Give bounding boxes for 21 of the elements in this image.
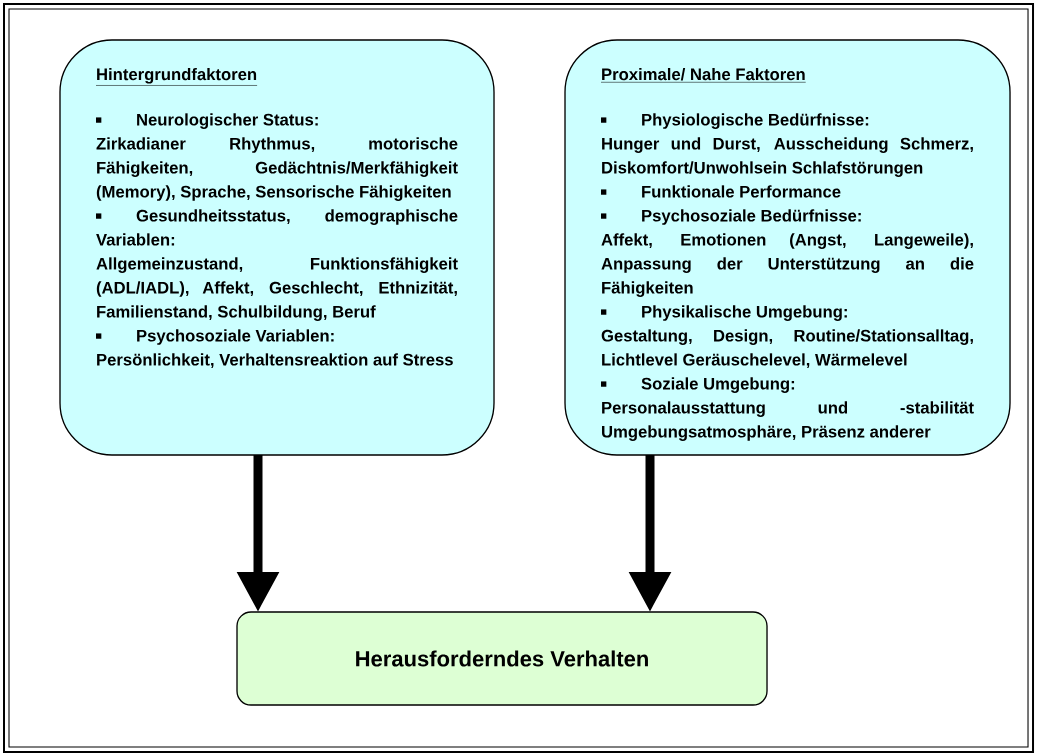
box-title: Herausforderndes Verhalten	[356, 650, 648, 667]
bullet-heading: Neurologischer Status:	[96, 113, 318, 129]
body-text: Persönlichkeit, Verhaltensreaktion auf Stress	[97, 353, 453, 368]
body-text: Hunger und Durst, Ausscheidung Schmerz, Diskomfort/Unwohlsein Schlafstörungen	[602, 137, 973, 177]
body-text: Allgemeinzustand, Funktionsfähigkeit (ADL/IADL), Affekt, Geschlecht, Ethnizität, Familienstand, Schulbildung, Beruf	[96, 257, 458, 321]
bullet-heading: Soziale Umgebung:	[601, 377, 795, 393]
body-text: Affekt, Emotionen (Angst, Langeweile), Anpassung der Unterstützung an die Fähigkeiten	[601, 233, 974, 297]
body-text: Personalausstattung und -stabilität Umgebungsatmosphäre, Präsenz anderer	[602, 401, 974, 441]
factor-box	[564, 39, 1011, 456]
bullet-heading: Physiologische Bedürfnisse:	[601, 113, 869, 129]
factor-box	[59, 39, 495, 456]
bullet-heading: Funktionale Performance	[601, 185, 841, 198]
bullet-heading: Gesundheitsstatus, demographische Variablen:	[96, 209, 458, 246]
bullet-heading: Psychosoziale Bedürfnisse:	[601, 209, 861, 225]
bullet-heading: Psychosoziale Variablen:	[96, 329, 334, 345]
bullet-heading: Physikalische Umgebung:	[601, 305, 847, 321]
result-box	[236, 611, 768, 706]
body-text: Zirkadianer Rhythmus, motorische Fähigkeiten, Gedächtnis/Merkfähigkeit (Memory), Sprache, Sensorische Fähigkeiten	[96, 137, 458, 201]
body-text: Gestaltung, Design, Routine/Stationsalltag, Lichtlevel Geräuschelevel, Wärmelevel	[601, 329, 973, 368]
box-heading: Proximale/ Nahe Faktoren	[600, 68, 806, 83]
box-heading: Hintergrundfaktoren	[95, 68, 258, 86]
